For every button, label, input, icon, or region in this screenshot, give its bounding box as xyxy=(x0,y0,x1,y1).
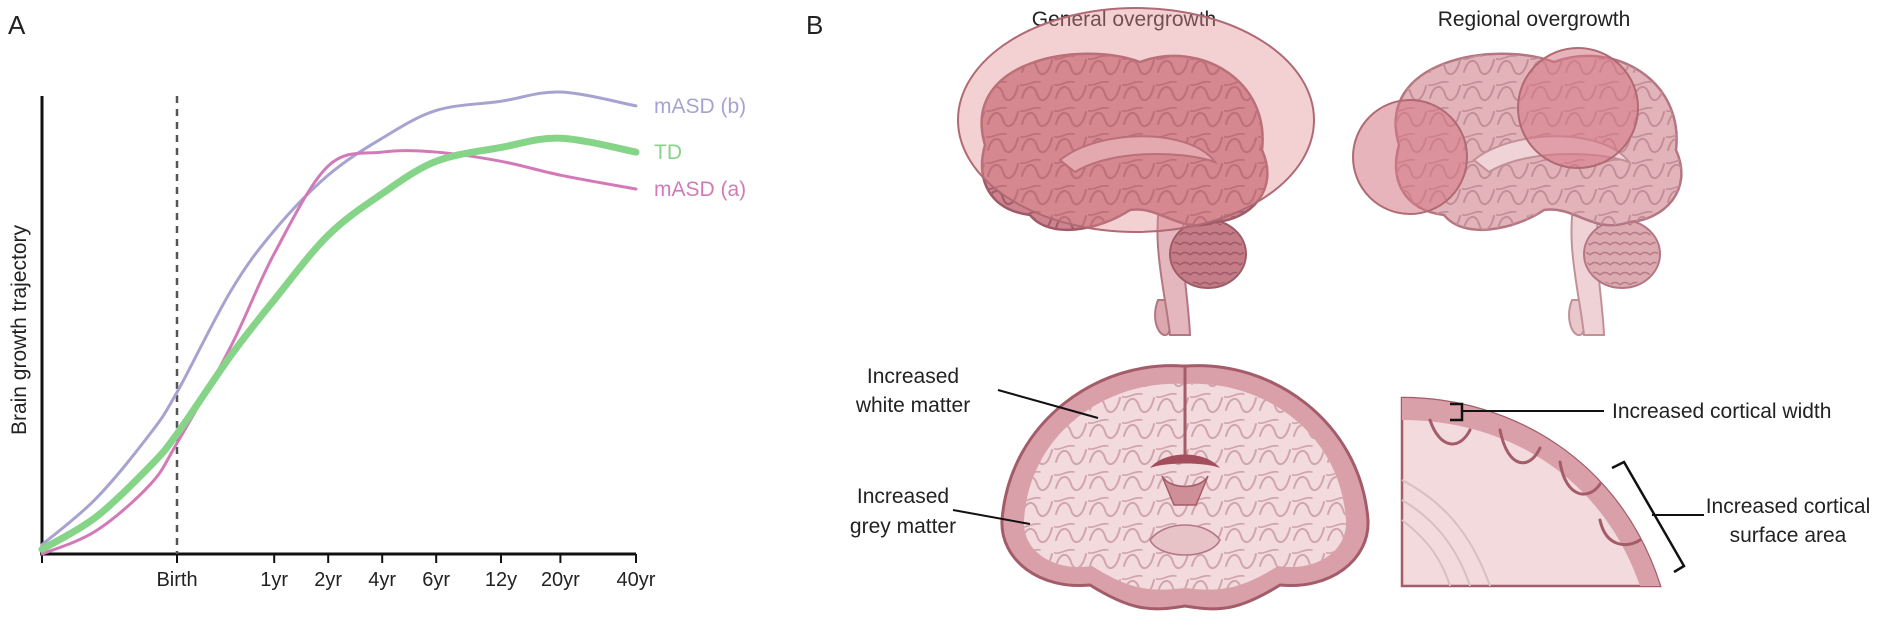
regional-overgrowth-title: Regional overgrowth xyxy=(1438,8,1631,31)
panel-b-letter: B xyxy=(806,10,823,40)
x-tick-label: 4yr xyxy=(368,569,396,591)
x-tick-label: 6yr xyxy=(422,569,450,591)
panel-a-letter: A xyxy=(8,10,26,40)
series-label-masd-b: mASD (b) xyxy=(654,95,746,118)
frontal-overgrowth-region xyxy=(1352,99,1468,215)
series-line-td xyxy=(38,134,640,553)
white-matter-label-line1: Increased xyxy=(867,365,959,388)
x-tick-label: Birth xyxy=(156,569,197,591)
series-line-masd-a xyxy=(40,149,638,556)
y-axis-title: Brain growth trajectory xyxy=(8,224,31,435)
annotation-lines xyxy=(952,389,1704,574)
general-overgrowth-brain-icon xyxy=(957,7,1315,337)
series-line-masd-b xyxy=(40,90,638,547)
general-overgrowth-halo xyxy=(957,7,1315,233)
series-labels: mASD (b) mASD (a) TD xyxy=(654,95,746,201)
x-tick-label: 20yr xyxy=(541,569,580,591)
white-matter-pointer xyxy=(997,389,1099,419)
series-label-masd-a: mASD (a) xyxy=(654,178,746,201)
panel-a: A Brain growth trajectory Birth 1yr 2yr 4yr… xyxy=(8,10,746,591)
x-ticks: Birth 1yr 2yr 4yr 6yr 12y 20yr 40yr xyxy=(41,554,656,591)
x-tick-label: 40yr xyxy=(617,569,656,591)
grey-matter-label-line1: Increased xyxy=(857,485,949,508)
white-matter-label-line2: white matter xyxy=(855,394,970,417)
cortical-surface-label-line2: surface area xyxy=(1730,524,1847,547)
regional-overgrowth-brain-icon xyxy=(1352,47,1683,337)
parietal-overgrowth-region xyxy=(1517,47,1639,169)
chart-axes xyxy=(40,96,636,556)
coronal-section-icon xyxy=(1000,364,1370,611)
x-tick-label: 1yr xyxy=(260,569,288,591)
cortical-surface-label-line1: Increased cortical xyxy=(1706,495,1871,518)
cortical-width-label: Increased cortical width xyxy=(1612,400,1831,423)
x-tick-label: 12y xyxy=(485,569,517,591)
cortex-closeup-icon xyxy=(1400,396,1662,588)
grey-matter-pointer xyxy=(952,509,1031,525)
x-tick-label: 2yr xyxy=(314,569,342,591)
annotation-labels: Increased white matter Increased grey ma… xyxy=(850,365,1870,547)
series-lines xyxy=(38,90,640,556)
panel-b: B General overgrowth Regional overgrowth xyxy=(806,7,1870,611)
grey-matter-label-line2: grey matter xyxy=(850,515,956,538)
corpus-callosum-icon xyxy=(1058,135,1218,174)
series-label-td: TD xyxy=(654,141,682,164)
